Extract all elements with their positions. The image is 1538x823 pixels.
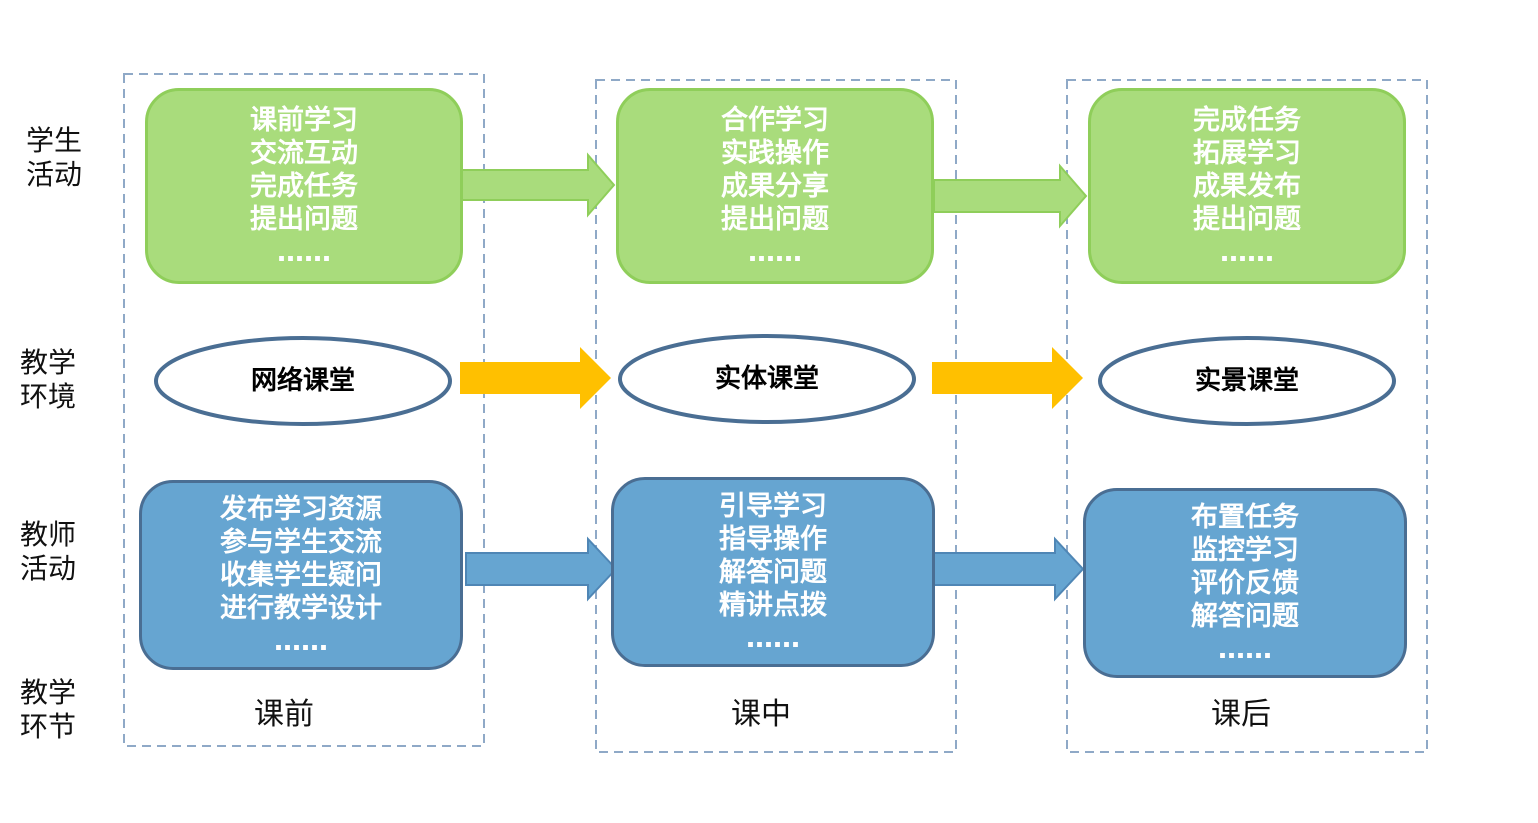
activity-ellipsis: …… bbox=[274, 625, 328, 657]
activity-item: 完成任务 bbox=[1193, 104, 1301, 136]
environment-arrow-2 bbox=[932, 347, 1083, 409]
row-label-teaching-environment: 教学 环境 bbox=[20, 346, 77, 413]
student-activity-box-before: 课前学习 交流互动 完成任务 提出问题 …… bbox=[145, 88, 463, 284]
teacher-arrow-2 bbox=[933, 536, 1085, 602]
environment-ellipse-2 bbox=[618, 334, 916, 424]
activity-item: 评价反馈 bbox=[1191, 567, 1299, 599]
activity-item: 合作学习 bbox=[721, 104, 829, 136]
teacher-activity-box-during: 引导学习 指导操作 解答问题 精讲点拨 …… bbox=[611, 477, 935, 667]
activity-item: 精讲点拨 bbox=[719, 589, 827, 621]
activity-item: 课前学习 bbox=[250, 104, 358, 136]
activity-item: 拓展学习 bbox=[1193, 137, 1301, 169]
activity-item: 提出问题 bbox=[721, 203, 829, 235]
environment-ellipse-3 bbox=[1098, 336, 1396, 426]
activity-item: 收集学生疑问 bbox=[220, 559, 382, 591]
environment-label-onsite: 实景课堂 bbox=[1194, 366, 1299, 396]
activity-item: 成果发布 bbox=[1193, 170, 1301, 202]
activity-item: 交流互动 bbox=[250, 137, 358, 169]
row-label-teacher-activities: 教师 活动 bbox=[20, 518, 77, 585]
activity-item: 完成任务 bbox=[250, 170, 358, 202]
stage-label-before-class: 课前 bbox=[254, 697, 314, 732]
activity-item: 提出问题 bbox=[1193, 203, 1301, 235]
activity-item: 指导操作 bbox=[719, 523, 827, 555]
activity-ellipsis: …… bbox=[746, 622, 800, 654]
activity-item: 成果分享 bbox=[721, 170, 829, 202]
student-arrow-2 bbox=[933, 163, 1088, 229]
activity-item: 监控学习 bbox=[1191, 534, 1299, 566]
activity-item: 解答问题 bbox=[1191, 600, 1299, 632]
activity-item: 布置任务 bbox=[1191, 501, 1299, 533]
row-label-teaching-stage: 教学 环节 bbox=[20, 676, 77, 743]
activity-ellipsis: …… bbox=[1220, 236, 1274, 268]
student-activity-box-during: 合作学习 实践操作 成果分享 提出问题 …… bbox=[616, 88, 934, 284]
row-label-student-activities: 学生 活动 bbox=[26, 124, 83, 191]
environment-arrow-1 bbox=[460, 347, 611, 409]
activity-item: 实践操作 bbox=[721, 137, 829, 169]
teacher-activity-box-after: 布置任务 监控学习 评价反馈 解答问题 …… bbox=[1083, 488, 1407, 678]
activity-ellipsis: …… bbox=[277, 236, 331, 268]
stage-frame-during bbox=[595, 79, 957, 753]
activity-item: 进行教学设计 bbox=[220, 592, 382, 624]
teacher-arrow-1 bbox=[465, 536, 618, 602]
activity-item: 解答问题 bbox=[719, 556, 827, 588]
activity-item: 参与学生交流 bbox=[220, 526, 382, 558]
stage-label-after-class: 课后 bbox=[1211, 697, 1271, 732]
activity-ellipsis: …… bbox=[1218, 633, 1272, 665]
activity-item: 引导学习 bbox=[719, 490, 827, 522]
activity-ellipsis: …… bbox=[748, 236, 802, 268]
stage-frame-before bbox=[123, 73, 485, 747]
teacher-activity-box-before: 发布学习资源 参与学生交流 收集学生疑问 进行教学设计 …… bbox=[139, 480, 463, 670]
student-arrow-1 bbox=[461, 152, 616, 218]
environment-label-online: 网络课堂 bbox=[250, 366, 355, 396]
environment-label-physical: 实体课堂 bbox=[714, 364, 819, 394]
activity-item: 发布学习资源 bbox=[220, 493, 382, 525]
environment-ellipse-1 bbox=[154, 336, 452, 426]
activity-item: 提出问题 bbox=[250, 203, 358, 235]
stage-frame-after bbox=[1066, 79, 1428, 753]
student-activity-box-after: 完成任务 拓展学习 成果发布 提出问题 …… bbox=[1088, 88, 1406, 284]
stage-label-during-class: 课中 bbox=[731, 697, 791, 732]
